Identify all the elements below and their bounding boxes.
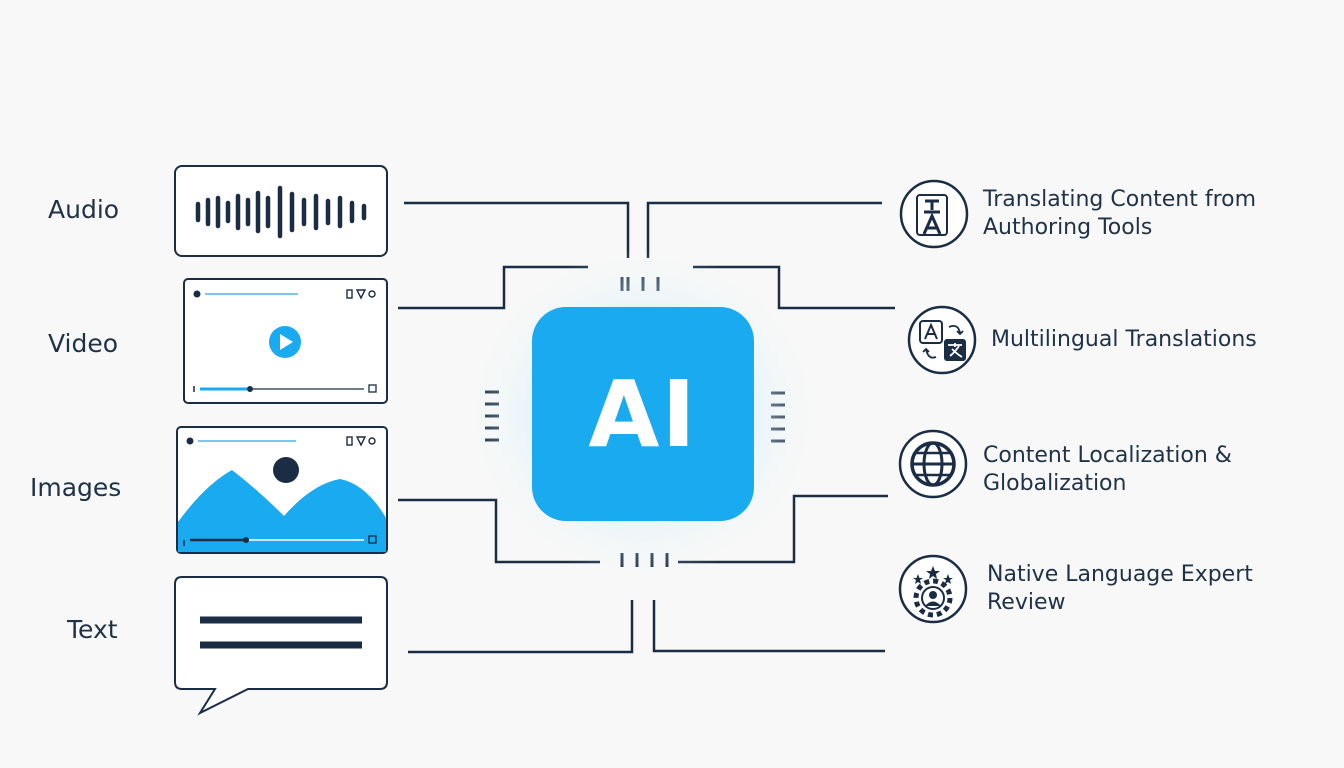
output-label-multilingual: Multilingual Translations: [991, 327, 1257, 352]
audio-box: [174, 165, 388, 257]
ai-core-label: AI: [588, 360, 698, 468]
expert-review-icon: [898, 554, 968, 624]
input-label-images: Images: [30, 473, 122, 502]
images-box: [176, 426, 388, 554]
image-icon: [178, 457, 386, 552]
connector-lines: [398, 201, 895, 654]
waveform-icon: [195, 185, 367, 239]
image-toolbar-icons: [346, 436, 376, 447]
output-label-translating: Translating Content from Authoring Tools: [983, 187, 1257, 240]
speech-bubble-icon: [174, 576, 388, 716]
input-label-audio: Audio: [48, 195, 120, 224]
play-button-icon: [269, 326, 301, 358]
input-label-text: Text: [67, 615, 118, 644]
authoring-tool-icon: [899, 179, 969, 249]
output-label-review: Native Language Expert Review: [987, 562, 1253, 615]
translate-icon: [907, 305, 977, 375]
globe-icon: [898, 429, 968, 499]
output-label-localization: Content Localization & Globalization: [983, 443, 1232, 496]
ai-chip: [532, 307, 754, 521]
input-label-video: Video: [48, 329, 119, 358]
video-box: [183, 278, 388, 404]
video-toolbar-icons: [346, 289, 376, 300]
